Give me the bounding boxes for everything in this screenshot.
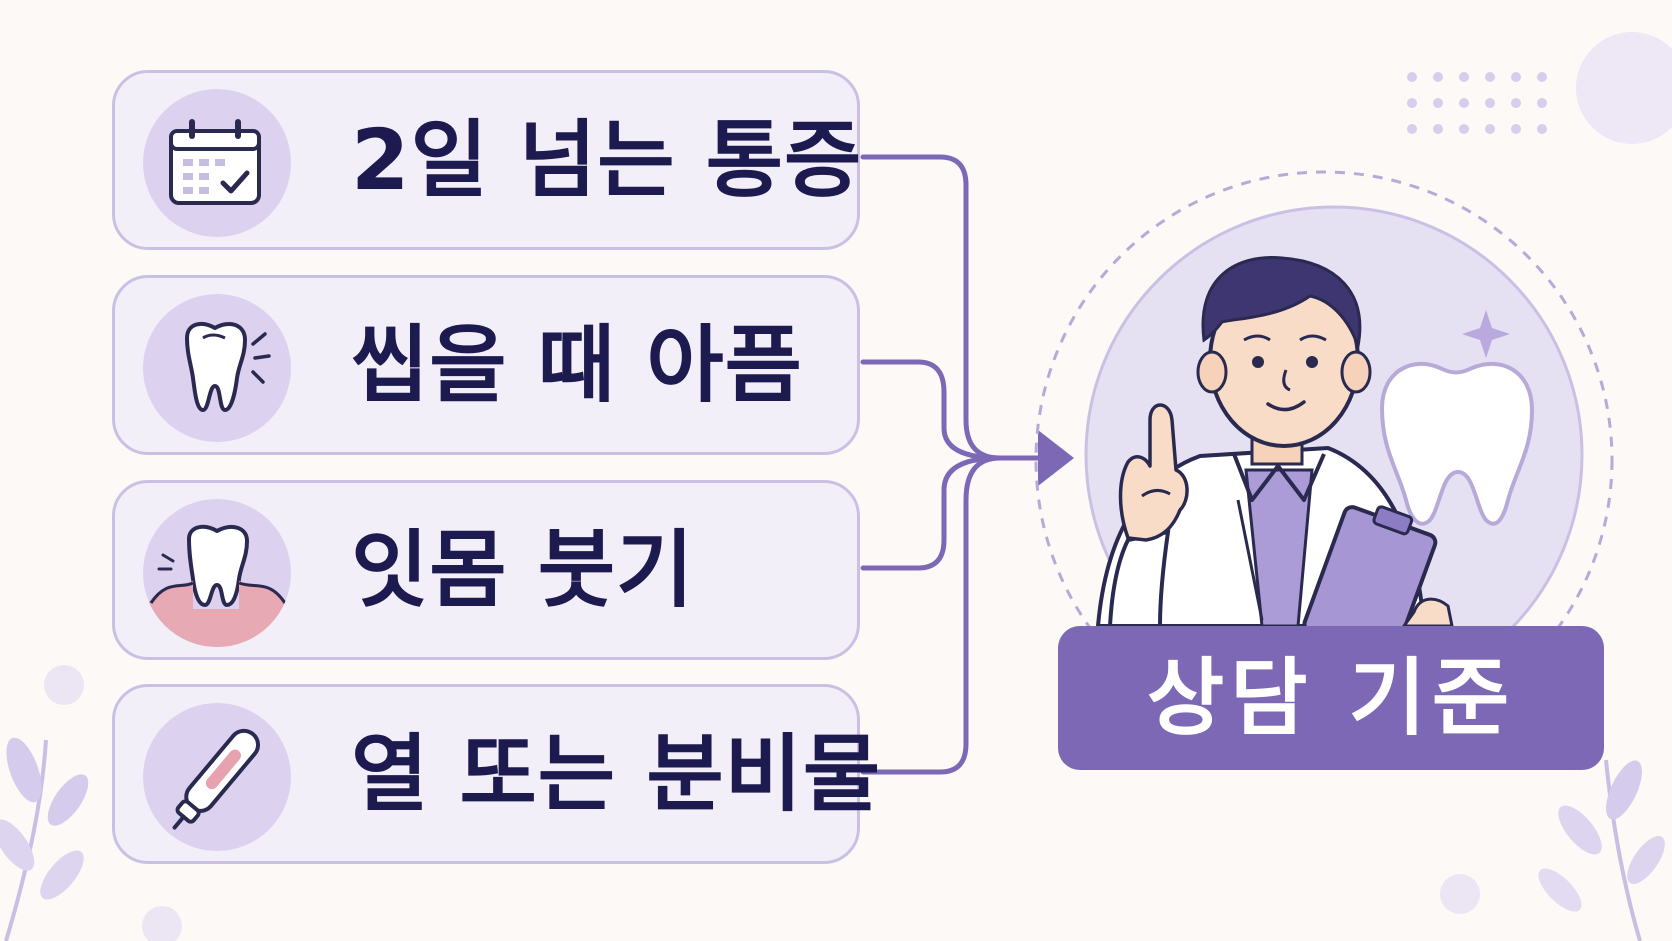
connector-line-2 <box>860 359 1003 461</box>
symptom-label: 씹을 때 아픔 <box>351 316 803 414</box>
symptom-card-pain-duration: 2일 넘는 통증 <box>112 70 863 250</box>
symptom-label: 잇몸 붓기 <box>351 521 695 619</box>
connector-line-3 <box>860 455 1003 571</box>
leaf-branch-left-icon <box>0 737 89 941</box>
symptom-label: 2일 넘는 통증 <box>351 111 863 209</box>
dashed-ring <box>1034 170 1614 750</box>
symptom-card-chewing-pain: 씹을 때 아픔 <box>112 275 860 455</box>
arrow-head-icon <box>1038 430 1074 486</box>
symptom-label: 열 또는 분비물 <box>351 725 882 823</box>
symptom-card-fever-discharge: 열 또는 분비물 <box>112 684 880 864</box>
result-badge: 상담 기준 <box>1058 626 1604 770</box>
swollen-gum-icon <box>143 499 291 647</box>
sparkle-icon <box>1462 310 1510 358</box>
calendar-icon <box>143 89 291 237</box>
thermometer-icon <box>143 703 291 851</box>
tooth-icon <box>1379 361 1535 526</box>
tooth-pain-icon <box>143 294 291 442</box>
symptom-card-gum-swelling: 잇몸 붓기 <box>112 480 860 660</box>
connector-line-4 <box>860 455 1003 775</box>
dot-grid-icon <box>1407 72 1547 134</box>
connector-line-1 <box>860 154 1003 461</box>
leaf-branch-right-icon <box>1538 759 1665 941</box>
